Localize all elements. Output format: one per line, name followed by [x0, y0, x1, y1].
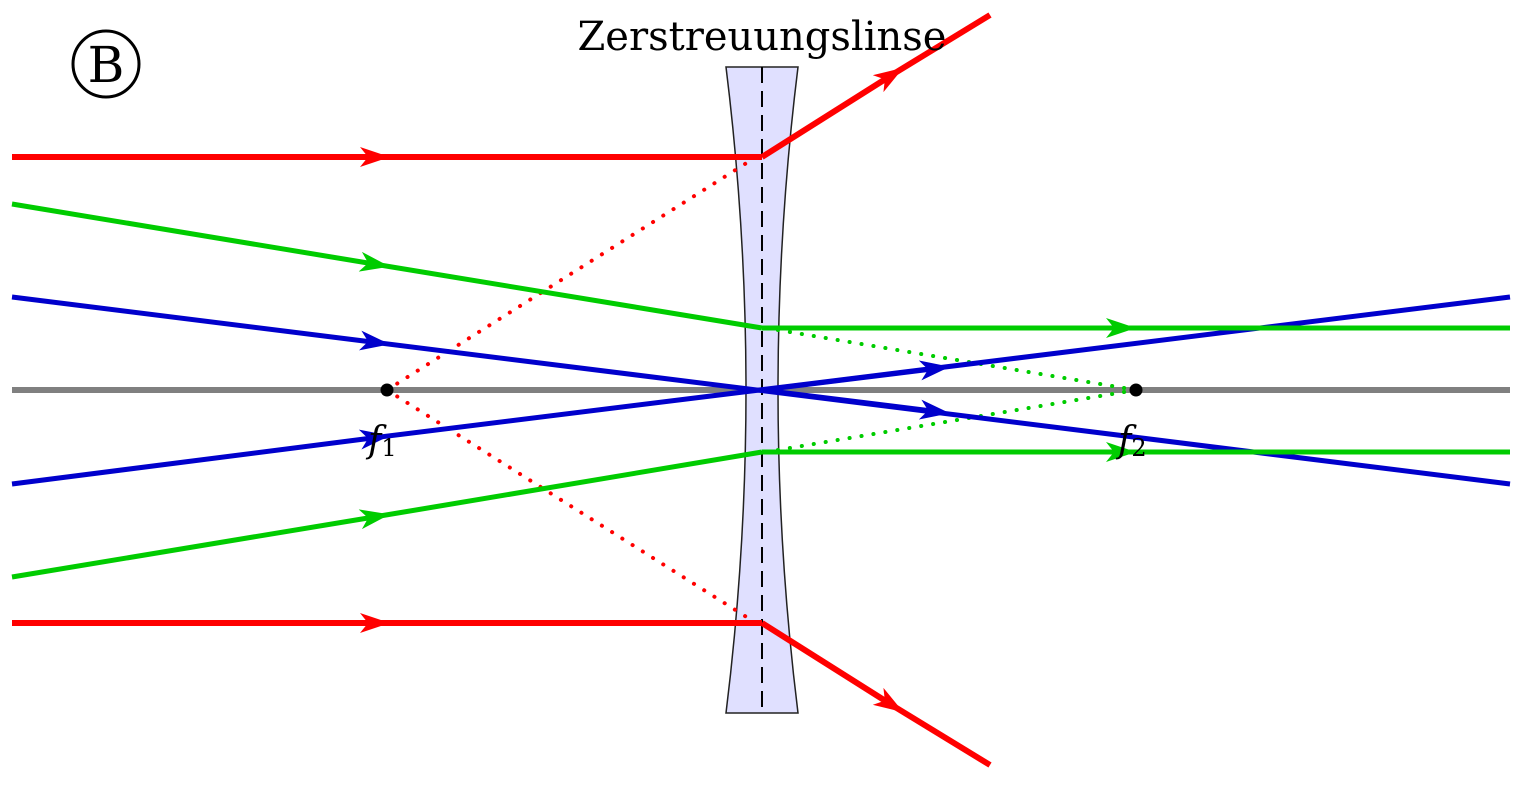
focal-point-right-dot [1129, 383, 1143, 397]
badge-circle [71, 29, 141, 99]
focal-right-subscript: 2 [1131, 434, 1146, 462]
focal-point-left-label: f1 [365, 420, 397, 462]
parallel-ray-top [12, 12, 992, 167]
oblique-ray-upper [11, 201, 1510, 338]
lens-title: Zerstreuungslinse [578, 14, 947, 60]
virtual-ray-green-top [764, 326, 1138, 392]
virtual-ray-green-bottom [764, 388, 1138, 454]
central-ray-upper-incident [11, 294, 1511, 487]
badge-letter: B [88, 36, 125, 94]
focal-left-subscript: 1 [381, 434, 396, 462]
variant-badge: B [71, 29, 141, 99]
central-ray-lower-incident [11, 294, 1511, 487]
focal-point-left-dot [380, 383, 394, 397]
parallel-ray-bottom [12, 613, 992, 768]
oblique-ray-lower [11, 442, 1510, 580]
focal-point-right-label: f2 [1115, 420, 1147, 462]
